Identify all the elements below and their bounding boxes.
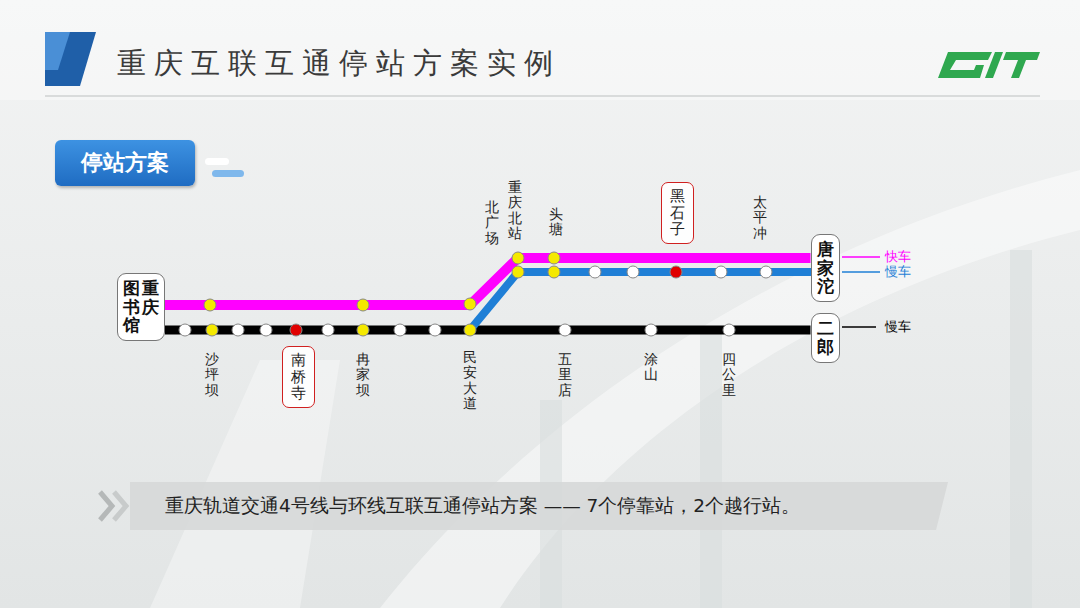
terminal-station-box: 二郎 (811, 313, 840, 362)
legend-swatch (842, 326, 876, 328)
logo-mark (938, 52, 992, 78)
header-rule (45, 95, 1040, 97)
viaduct-pillar (1010, 250, 1032, 608)
station-dot (723, 324, 735, 336)
overtake-dot (670, 266, 682, 278)
terminal-station-box: 唐家沱 (811, 234, 840, 302)
legend-text: 快车 (885, 249, 911, 265)
chevron (114, 492, 126, 520)
legend-text: 慢车 (885, 319, 911, 335)
viaduct-shape (380, 170, 1080, 608)
station-dots (179, 252, 772, 336)
header-band (0, 0, 1080, 100)
station-dot (394, 324, 406, 336)
stop-dot (512, 252, 524, 264)
station-dot (260, 324, 272, 336)
node-text: 重庆 (142, 279, 159, 335)
station-name: 涂山 (644, 352, 658, 383)
node-text: 图书馆 (123, 279, 140, 335)
node-text: 黑石子 (670, 188, 685, 238)
station-dot (232, 324, 244, 336)
node-text: 南桥寺 (291, 352, 306, 402)
header-block-light (45, 32, 70, 70)
station-dot (179, 324, 191, 336)
stop-dot (464, 324, 476, 336)
station-name: 头塘 (549, 207, 563, 238)
station-dot (559, 324, 571, 336)
station-dot (715, 266, 727, 278)
stop-dot (464, 298, 476, 310)
stop-dot (206, 324, 218, 336)
stop-dot (548, 252, 560, 264)
terminal-station-box: 重庆图书馆 (117, 273, 165, 341)
legend-text: 慢车 (885, 264, 911, 280)
track-line (165, 258, 811, 305)
station-name: 四公里 (722, 352, 736, 398)
station-dot (645, 324, 657, 336)
station-name: 太平冲 (753, 195, 767, 241)
overtake-dot (290, 324, 302, 336)
slide-title: 重庆互联互通停站方案实例 (117, 44, 561, 84)
node-text: 停站方案 (81, 148, 169, 178)
station-name: 五里店 (558, 352, 572, 398)
node-text: 唐家沱 (817, 240, 834, 296)
station-dot (429, 324, 441, 336)
stop-dot (548, 266, 560, 278)
legend-swatch (842, 271, 880, 273)
stop-dot (357, 324, 369, 336)
header-block (45, 32, 96, 86)
stop-dot (357, 299, 369, 311)
station-dot (760, 266, 772, 278)
overtake-station-box: 南桥寺 (282, 346, 315, 408)
station-name: 沙坪坝 (205, 352, 219, 398)
station-dot (322, 324, 334, 336)
caption-banner (130, 482, 948, 530)
station-name: 北广场 (485, 200, 499, 246)
station-name: 冉家坝 (356, 352, 370, 398)
stop-dot (512, 266, 524, 278)
station-dot (627, 266, 639, 278)
legend-swatch (842, 256, 880, 258)
slow-line-blue (470, 272, 812, 330)
viaduct-pillar (700, 330, 722, 608)
node-text: 二郎 (817, 319, 834, 356)
station-dot (589, 266, 601, 278)
chevron (100, 492, 112, 520)
logo (938, 52, 1040, 78)
section-tab: 停站方案 (55, 140, 195, 186)
stop-dot (204, 299, 216, 311)
logo-mark (985, 52, 1003, 78)
overtake-station-box: 黑石子 (661, 182, 694, 244)
station-name: 重庆北站 (508, 180, 522, 242)
tab-decoration (205, 158, 229, 165)
tab-decoration (212, 170, 244, 177)
caption-text: 重庆轨道交通4号线与环线互联互通停站方案 —— 7个停靠站，2个越行站。 (165, 493, 800, 518)
logo-mark (1003, 52, 1040, 78)
station-name: 民安大道 (463, 350, 477, 412)
